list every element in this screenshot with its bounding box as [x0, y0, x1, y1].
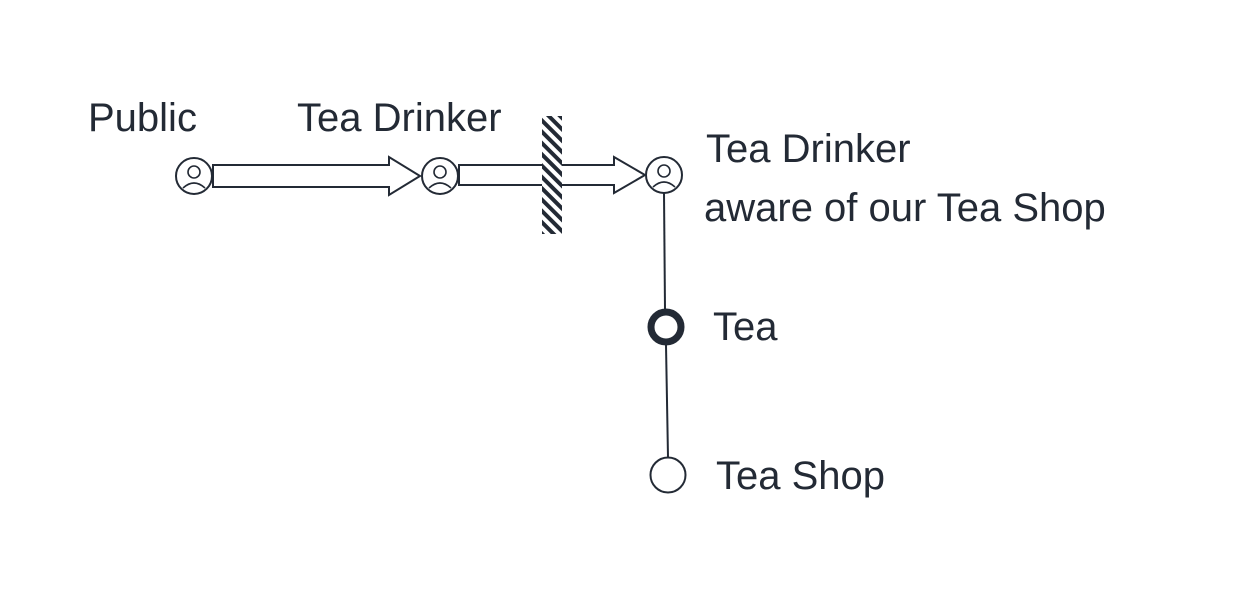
component-node-tea [647, 308, 685, 346]
flow-arrow-public-to-tea-drinker [212, 155, 422, 197]
link-tea-to-tea-shop [665, 344, 669, 458]
label-tea-drinker: Tea Drinker [297, 96, 502, 140]
label-aware-line-1: Tea Drinker [706, 127, 911, 171]
component-node-tea-shop [649, 456, 687, 494]
user-icon [421, 157, 459, 195]
label-tea: Tea [713, 305, 778, 349]
user-icon [645, 156, 683, 194]
link-aware-to-tea [663, 192, 666, 310]
label-tea-shop: Tea Shop [716, 454, 885, 498]
user-icon [175, 157, 213, 195]
label-public: Public [88, 96, 197, 140]
barrier [542, 116, 562, 234]
label-aware-line-2: aware of our Tea Shop [704, 186, 1106, 230]
